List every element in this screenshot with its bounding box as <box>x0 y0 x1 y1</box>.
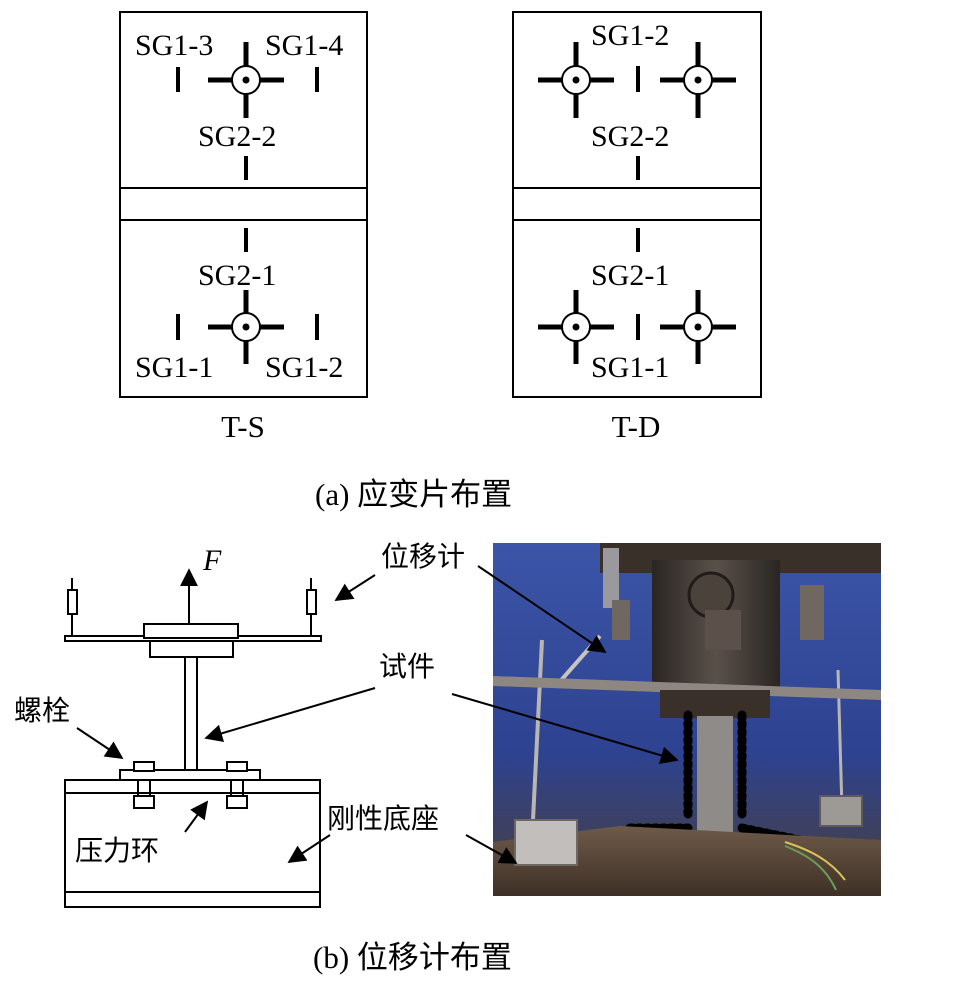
ts-label-sg2-2: SG2-2 <box>198 120 276 153</box>
photo-lvdt-right-bolt <box>800 585 824 640</box>
caption-b: (b) 位移计布置 <box>313 940 512 975</box>
td-label-sg1-1: SG1-1 <box>591 351 669 384</box>
td-bottom-right-rosette <box>660 290 736 364</box>
photo-bearing <box>660 690 770 718</box>
ts-title: T-S <box>221 409 265 444</box>
photo-wire-1 <box>784 841 846 881</box>
label-specimen: 试件 <box>379 650 435 683</box>
bolt-right-head <box>226 761 248 772</box>
photo-lvdt-left-bolt <box>612 600 630 640</box>
td-outline <box>512 11 762 398</box>
ts-label-sg1-2: SG1-2 <box>265 351 343 384</box>
td-bottom-left-rosette <box>538 290 614 364</box>
test-setup-schematic <box>64 568 322 908</box>
leader-lvdt-photo <box>477 565 607 654</box>
td-label-sg2-2: SG2-2 <box>591 120 669 153</box>
td-title: T-D <box>612 409 661 444</box>
caption-a: (a) 应变片布置 <box>315 477 512 512</box>
label-displacement-meter: 位移计 <box>381 540 465 573</box>
ts-top-rosette <box>208 42 284 118</box>
loading-head-lower <box>149 640 234 658</box>
photo-stand-left <box>530 639 544 841</box>
lvdt-right-body <box>306 589 317 615</box>
ts-label-sg2-1: SG2-1 <box>198 259 276 292</box>
label-rigid-base: 刚性底座 <box>327 802 439 835</box>
leader-rigid-base-schematic <box>287 834 331 863</box>
label-bolt: 螺栓 <box>14 694 70 727</box>
photo-specimen <box>697 716 733 836</box>
ts-label-sg1-1: SG1-1 <box>135 351 213 384</box>
leader-base-photo <box>465 834 518 864</box>
photo-nut-lower <box>705 610 741 650</box>
pressure-ring-left <box>133 795 155 809</box>
specimen-stem <box>184 656 198 771</box>
photo-lvdt-left <box>603 548 619 608</box>
force-label: F <box>202 544 222 577</box>
label-pressure-ring: 压力环 <box>75 834 159 867</box>
leader-specimen-photo <box>451 693 679 765</box>
rigid-base <box>64 779 321 908</box>
schematic-leaders <box>76 574 376 863</box>
ts-layout: SG1-3 SG1-4 SG2-2 SG2-1 SG1-1 SG1-2 T-S <box>119 11 368 444</box>
td-top-right-rosette <box>660 42 736 118</box>
photo-beam <box>493 676 881 700</box>
ts-bottom-rosette <box>208 290 284 364</box>
photo-base-plate <box>493 826 881 896</box>
td-layout: SG1-2 SG2-2 SG2-1 SG1-1 T-D <box>512 11 762 444</box>
td-top-left-rosette <box>538 42 614 118</box>
leader-specimen-schematic <box>204 687 376 743</box>
photo-specimen-outline <box>625 710 805 845</box>
photo-magnet-left <box>514 819 578 866</box>
photo-magnet-right <box>819 795 863 827</box>
pressure-ring-right <box>226 795 248 809</box>
leader-pressure-ring <box>184 800 209 833</box>
photo-wire-2 <box>784 845 837 891</box>
photo-leaders <box>451 565 679 864</box>
test-photo <box>493 543 881 896</box>
lvdt-left-body <box>67 589 78 615</box>
ts-label-sg1-4: SG1-4 <box>265 29 343 62</box>
leader-lvdt <box>334 574 376 601</box>
td-label-sg1-2: SG1-2 <box>591 19 669 52</box>
ts-outline <box>119 11 368 398</box>
bolt-left-head <box>133 761 155 772</box>
td-label-sg2-1: SG2-1 <box>591 259 669 292</box>
leader-bolt <box>76 727 124 759</box>
loading-head <box>143 623 239 639</box>
ts-label-sg1-3: SG1-3 <box>135 29 213 62</box>
